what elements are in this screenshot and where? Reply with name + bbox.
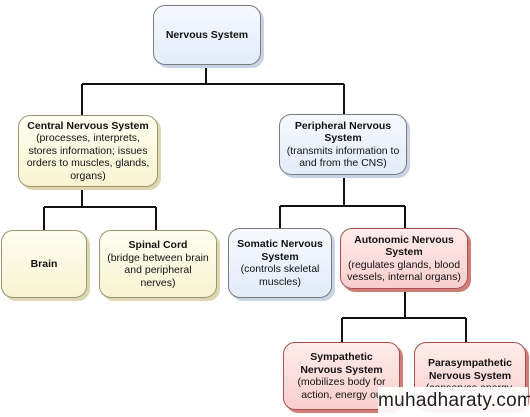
node-title: Peripheral Nervous System: [294, 119, 392, 145]
central-nervous-system-node: Central Nervous System (processes, inter…: [18, 115, 158, 187]
peripheral-nervous-system-node: Peripheral Nervous System (transmits inf…: [279, 114, 407, 175]
node-description: (mobilizes body for action, energy ou: [297, 376, 386, 401]
node-title: Somatic Nervous System: [237, 238, 323, 263]
autonomic-nervous-system-node: Autonomic Nervous System (regulates glan…: [340, 228, 468, 289]
node-title: Sympathetic Nervous System: [300, 351, 383, 376]
site-watermark: muhadharaty.com: [378, 387, 530, 415]
node-description: (regulates glands, blood vessels, intern…: [347, 258, 461, 284]
node-title: Autonomic Nervous System: [354, 233, 454, 259]
node-title: Nervous System: [165, 28, 249, 41]
node-description: (bridge between brain and peripheral ner…: [107, 251, 209, 289]
nervous-system-node: Nervous System: [153, 5, 261, 65]
brain-node: Brain: [1, 230, 87, 298]
spinal-cord-node: Spinal Cord (bridge between brain and pe…: [99, 230, 217, 298]
node-description: (controls skeletal muscles): [240, 263, 320, 288]
node-title: Central Nervous System: [27, 119, 149, 132]
node-title: Brain: [30, 257, 58, 270]
node-description: (transmits information to and from the C…: [286, 144, 400, 170]
node-title: Parasympathetic Nervous System: [427, 357, 513, 382]
node-description: (processes, interprets, stores informati…: [26, 132, 150, 182]
node-title: Spinal Cord: [128, 239, 188, 251]
somatic-nervous-system-node: Somatic Nervous System (controls skeleta…: [228, 228, 332, 298]
